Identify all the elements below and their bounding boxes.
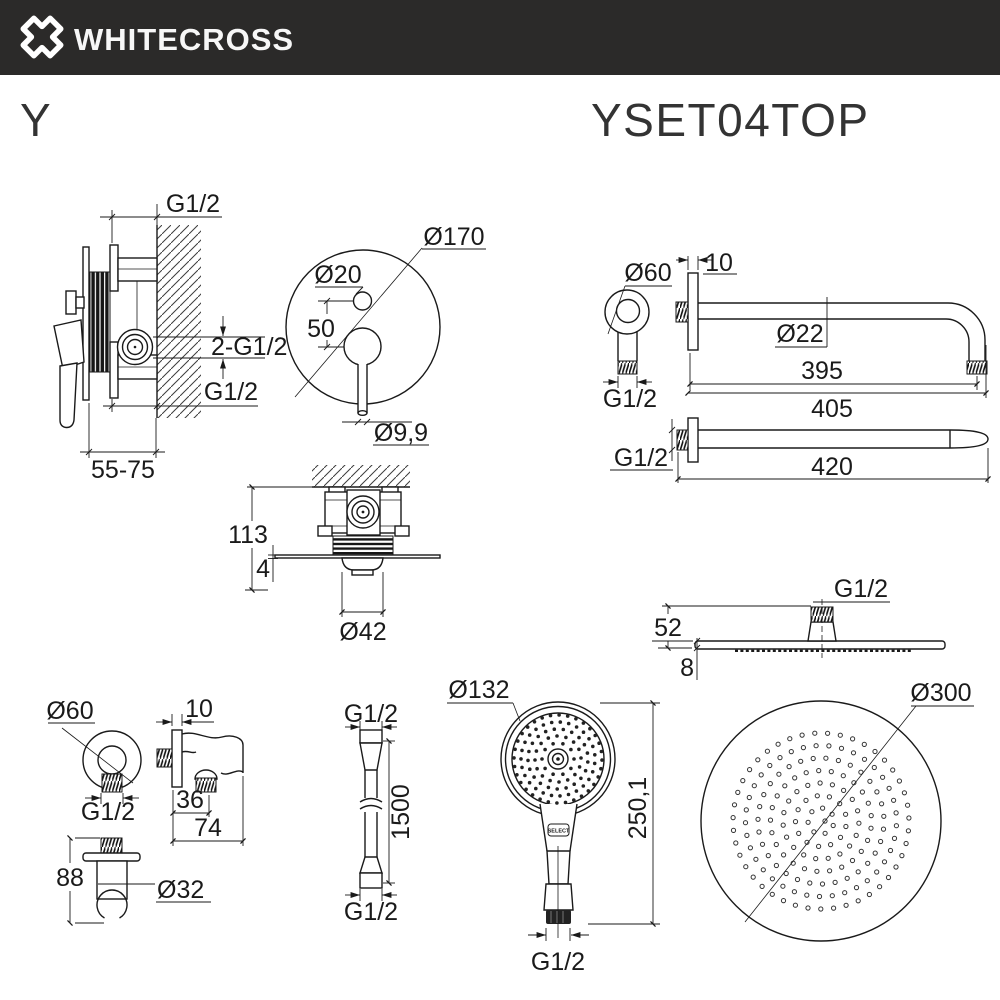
- dim-arm2-length: 420: [811, 453, 853, 481]
- shower-arm-side-view: 10 Ø22 395 405: [675, 249, 989, 423]
- dim-plate-diameter: Ø170: [423, 223, 484, 251]
- dim-hose-top: G1/2: [344, 700, 398, 728]
- hand-shower-view: SELECT Ø132 250,1 G1/2: [447, 676, 660, 976]
- dim-holder-body: Ø32: [157, 876, 204, 904]
- series-label: Y: [20, 94, 51, 146]
- dim-outlet-plate: 10: [185, 695, 213, 723]
- spray-hub: [547, 748, 569, 770]
- dim-hose-bottom: G1/2: [344, 898, 398, 926]
- diverter-knob-circle: [352, 291, 373, 311]
- nipple-dome: [194, 769, 218, 780]
- shower-arm-elbow-view: Ø60 G1/2: [603, 259, 672, 413]
- dim-outlet-depth: 74: [194, 814, 222, 842]
- lever-blade: [53, 319, 85, 370]
- handle-thread: [546, 910, 571, 924]
- dim-install-depth: 113: [228, 521, 268, 549]
- shower-disc: [694, 640, 946, 650]
- brand-header: WHITECROSS: [0, 0, 1000, 75]
- dim-depth: 55-75: [91, 456, 155, 484]
- dim-stem-diameter: Ø9,9: [374, 419, 428, 447]
- arm2-thread: [676, 429, 689, 451]
- cross-icon: [20, 15, 64, 59]
- overhead-spray-dots: [730, 730, 912, 912]
- mixer-installation-view: 113 4 Ø42: [228, 465, 441, 646]
- dim-hand-length: 250,1: [624, 777, 652, 840]
- mixer-side-view: G1/2 2-G1/2 G1/2 55-75: [53, 190, 287, 484]
- brand-name: WHITECROSS: [74, 22, 295, 57]
- shower-hose-view: G1/2 1500 G1/2: [344, 700, 415, 926]
- handle-stem: [358, 350, 367, 413]
- hand-shower-spray-dots: [512, 713, 604, 805]
- elbow-thread: [617, 360, 638, 375]
- shower-arm-plan-view: G1/2 420: [610, 417, 991, 483]
- dim-plan-diameter: Ø300: [910, 679, 971, 707]
- wall-outlet-side-view: 10 36 74: [156, 695, 246, 846]
- dim-hand-thread: G1/2: [531, 948, 585, 976]
- select-button: [547, 823, 570, 837]
- diverter-knob: [65, 290, 77, 315]
- threaded-collar: [332, 535, 394, 557]
- outlet-side-thread: [156, 748, 173, 768]
- dim-arm-tube: Ø22: [776, 320, 823, 348]
- dim-face-diameter: Ø132: [448, 676, 509, 704]
- select-button-label: SELECT: [548, 829, 570, 835]
- outlet-thread: [101, 773, 123, 793]
- wall-outlet-front-view: Ø60 G1/2: [46, 697, 142, 826]
- dim-trim-diameter: Ø42: [339, 618, 386, 646]
- dim-bottom-thread: G1/2: [204, 378, 258, 406]
- dim-holder-height: 88: [56, 864, 84, 892]
- dim-hose-length: 1500: [387, 784, 415, 840]
- dim-ports: 2-G1/2: [211, 333, 287, 361]
- dim-elbow-thread: G1/2: [603, 385, 657, 413]
- wall-hatch: [157, 225, 201, 418]
- handle-shaft: [546, 850, 571, 885]
- dim-knob-diameter: Ø20: [314, 261, 361, 289]
- holder-body: [96, 860, 128, 900]
- handle-coupling: [543, 883, 574, 911]
- arm-end-thread: [966, 360, 988, 375]
- overhead-shower-plan-view: Ø300: [700, 679, 974, 942]
- holder-flange: [82, 852, 141, 862]
- holder-thread: [100, 837, 123, 854]
- lever-handle: [59, 362, 78, 429]
- arm-wall-thread: [675, 301, 689, 323]
- dim-head-thickness: 8: [680, 654, 694, 682]
- dim-top-thread: G1/2: [166, 190, 220, 218]
- dim-arm-length1: 395: [801, 357, 843, 385]
- model-label: YSET04TOP: [591, 94, 870, 146]
- dim-outlet-flange: Ø60: [46, 697, 93, 725]
- trim-dome: [341, 557, 384, 571]
- head-plan-circle: [700, 700, 942, 942]
- wall-hatch: [312, 465, 410, 487]
- dim-head-height: 52: [654, 614, 682, 642]
- cartridge-block: [89, 271, 111, 373]
- dim-arm-flange: 10: [705, 249, 733, 277]
- shower-holder-view: 88 Ø32: [56, 835, 211, 926]
- dim-outlet-offset: 36: [176, 786, 204, 814]
- mixer-front-view: Ø170 Ø20 50 Ø9,9: [285, 223, 486, 447]
- dim-spacing: 50: [307, 315, 335, 343]
- dim-head-thread: G1/2: [834, 575, 888, 603]
- break-symbol: [359, 797, 383, 803]
- dim-arm2-thread: G1/2: [614, 444, 668, 472]
- overhead-shower-side-view: G1/2 52 8: [652, 575, 946, 682]
- dim-outlet-thread: G1/2: [81, 798, 135, 826]
- dim-elbow-flange: Ø60: [624, 259, 671, 287]
- dim-arm-length2: 405: [811, 395, 853, 423]
- dim-plate-thickness: 4: [256, 555, 270, 583]
- holder-hook: [96, 889, 128, 919]
- nipple-thread: [195, 777, 217, 793]
